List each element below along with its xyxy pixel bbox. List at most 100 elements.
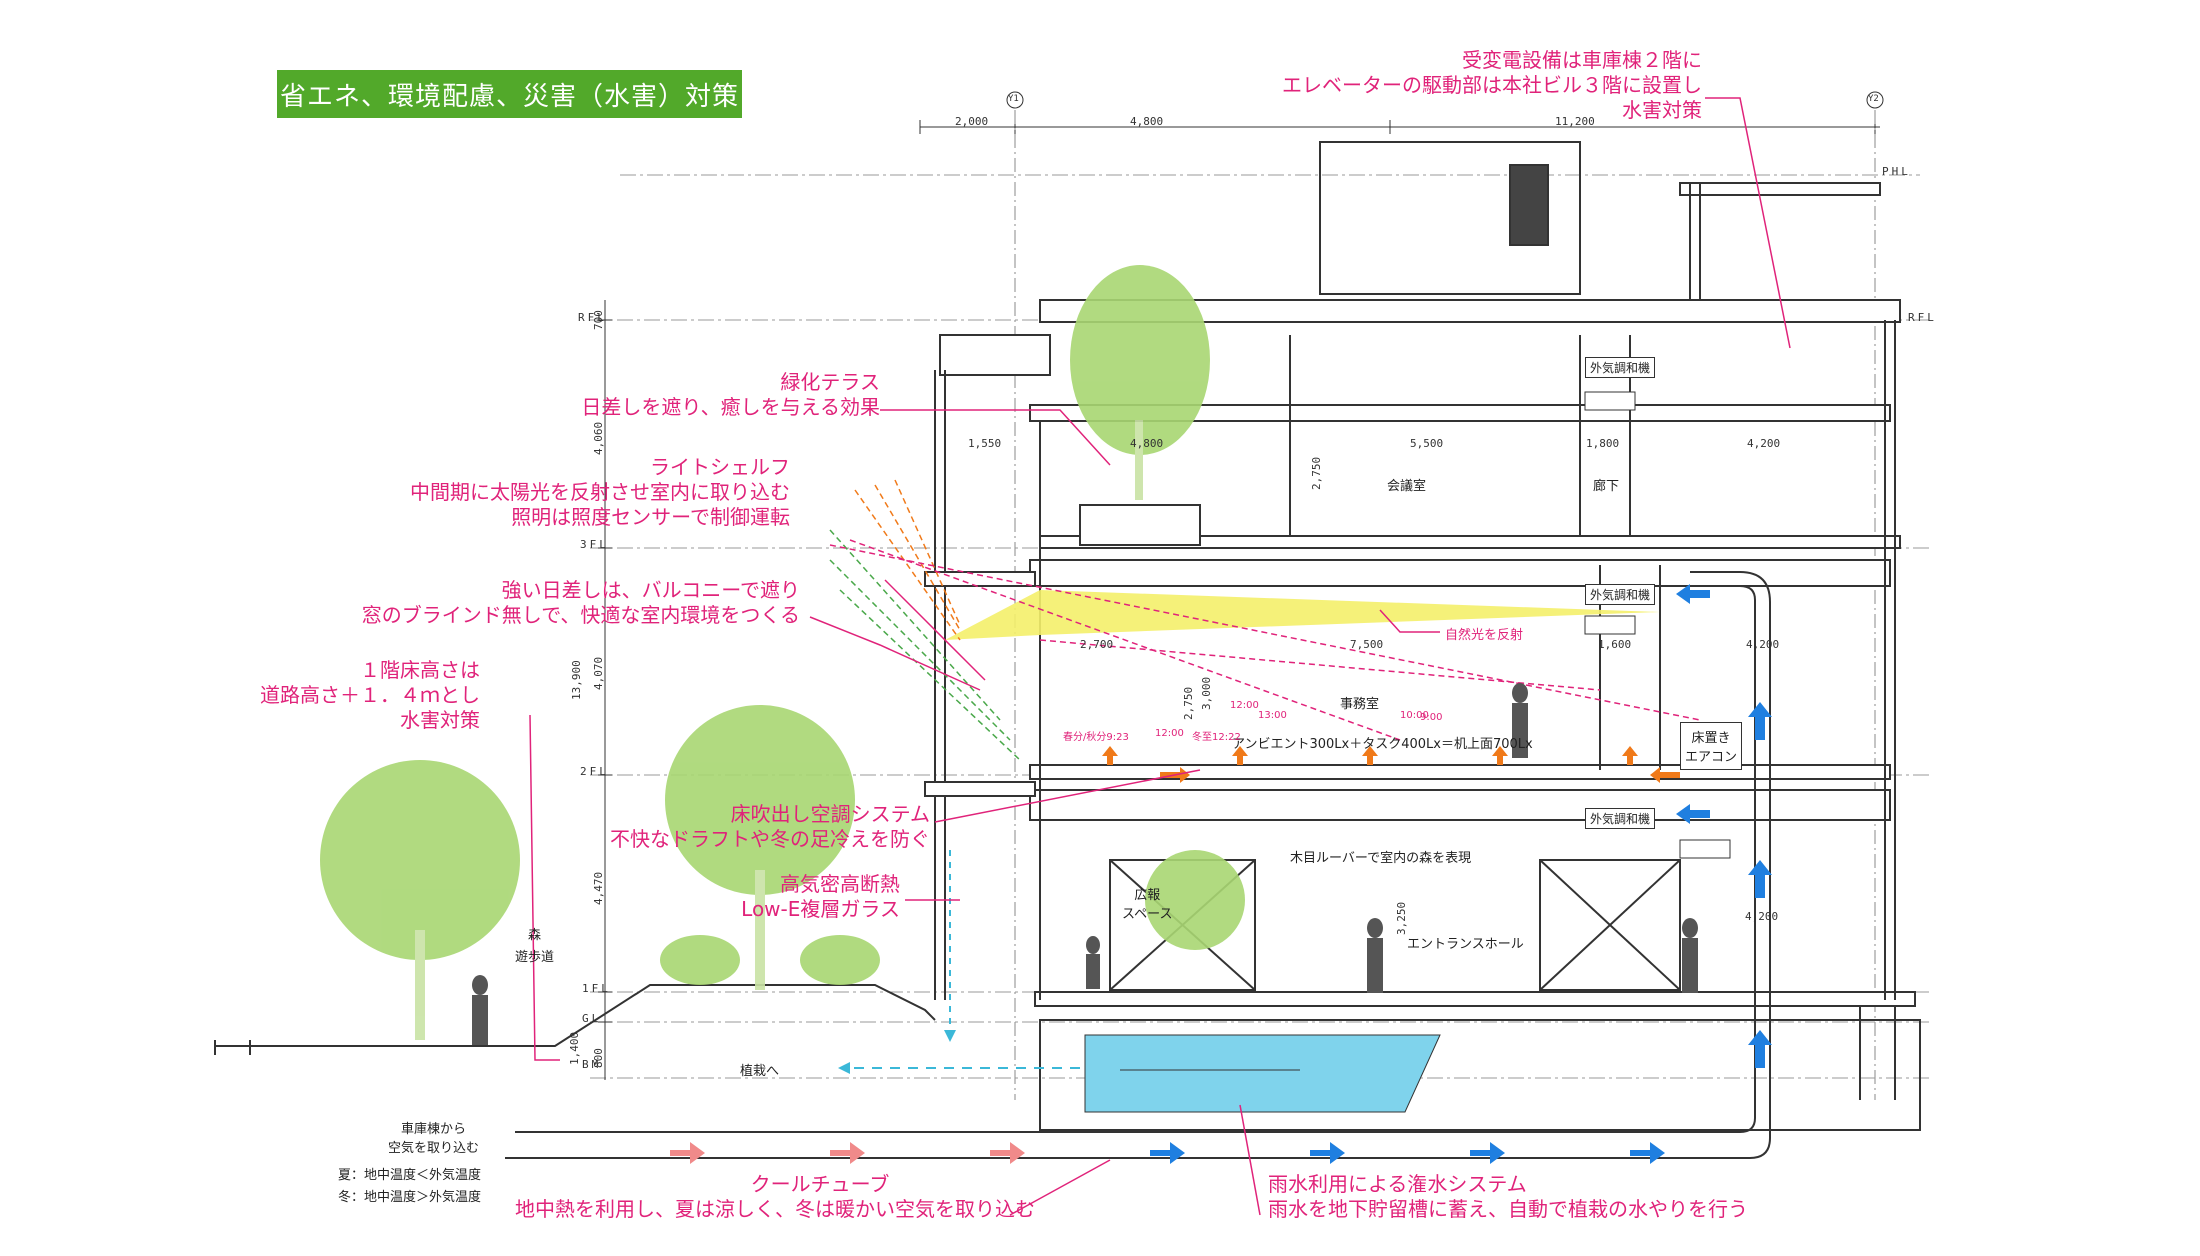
ground-line <box>214 984 936 1055</box>
annotation-line: クールチューブ <box>750 1172 890 1196</box>
annotation-green-terrace: 緑化テラス 日差しを遮り、癒しを与える効果 <box>540 370 880 420</box>
annotation-light-shelf: ライトシェルフ 中間期に太陽光を反射させ室内に取り込む 照明は照度センサーで制御… <box>400 455 790 530</box>
annotation-line: 日差しを遮り、癒しを与える効果 <box>581 395 880 419</box>
dimension-row1: 4,200 <box>1745 910 1779 923</box>
people <box>472 683 1698 1045</box>
grid-mark-label: Y1 <box>1008 94 1019 104</box>
promenade-label: 遊歩道 <box>515 950 555 965</box>
pr-space-label: 広報 スペース <box>1122 884 1172 922</box>
label-line: スペース <box>1122 907 1173 922</box>
annotation-line: 窓のブラインド無しで、快適な室内環境をつくる <box>361 603 800 627</box>
reflect-light-label: 自然光を反射 <box>1445 628 1524 643</box>
garage-air-label: 車庫棟から 空気を取り込む <box>388 1118 479 1156</box>
wood-louver-label: 木目ルーバーで室内の森を表現 <box>1290 851 1472 866</box>
annotation-substation: 受変電設備は車庫棟２階に エレベーターの駆動部は本社ビル３階に設置し 水害対策 <box>1262 48 1702 123</box>
label-line: エアコン <box>1685 750 1738 765</box>
level-gl: GL <box>582 1012 602 1025</box>
dimension-vertical: 1,400 <box>568 1031 581 1065</box>
meeting-room-label: 会議室 <box>1387 479 1427 494</box>
annotation-cool-tube: クールチューブ 地中熱を利用し、夏は涼しく、冬は暖かい空気を取り込む <box>515 1172 1035 1222</box>
winter-label: 冬：地中温度＞外気温度 <box>338 1190 482 1205</box>
dimension-height: 2,750 <box>1182 686 1195 720</box>
annotation-line: 不快なドラフトや冬の足冷えを防ぐ <box>610 827 930 851</box>
level-rfl: RFL <box>578 311 607 324</box>
trees <box>320 265 1245 1040</box>
dimension-vertical: 700 <box>592 310 605 330</box>
annotation-floor-ac: 床吹出し空調システム 不快なドラフトや冬の足冷えを防ぐ <box>560 802 930 852</box>
annotation-balcony: 強い日差しは、バルコニーで遮り 窓のブラインド無しで、快適な室内環境をつくる <box>360 578 800 628</box>
airflow-arrows-blue <box>1676 584 1772 1068</box>
forest-label: 森 <box>528 928 542 943</box>
sun-time-label: 冬至12:22 <box>1192 732 1241 743</box>
annotation-line: ライトシェルフ <box>650 455 790 479</box>
cool-tube <box>515 585 1756 1133</box>
sun-time-label: 春分/秋分9:23 <box>1063 732 1129 743</box>
outdoor-ac-unit-label: 外気調和機 <box>1585 584 1656 605</box>
sun-time-label: 12:00 <box>1230 700 1259 711</box>
dimension-row2: 4,200 <box>1746 638 1780 651</box>
outdoor-ac-unit-label: 外気調和機 <box>1585 808 1656 829</box>
label-line: 空気を取り込む <box>388 1141 480 1156</box>
annotation-line: 地中熱を利用し、夏は涼しく、冬は暖かい空気を取り込む <box>515 1197 1035 1221</box>
lighting-label: アンビエント300Lx＋タスク400Lx＝机上面700Lx <box>1232 737 1533 752</box>
annotation-line: 雨水利用による潅水システム <box>1268 1172 1527 1196</box>
dimension-vertical: 13,900 <box>570 660 583 700</box>
annotation-line: 道路高さ＋１．４ｍとし <box>260 683 480 707</box>
dimension-row2: 7,500 <box>1350 638 1384 651</box>
sun-time-label: 10:00 <box>1400 710 1429 721</box>
level-3fl: 3FL <box>580 538 609 551</box>
cool-tube-arrows <box>670 1142 1665 1164</box>
sun-time-label: 12:00 <box>1155 728 1184 739</box>
annotation-line: 水害対策 <box>400 708 480 732</box>
corridor-label: 廊下 <box>1593 479 1620 494</box>
annotation-line: 照明は照度センサーで制御運転 <box>511 505 790 529</box>
dimension-height: 3,250 <box>1395 901 1408 935</box>
grid-axis-lines <box>1014 110 1876 1100</box>
ac-units <box>1584 391 1731 859</box>
reflected-light <box>945 590 1660 640</box>
level-bm: BM <box>582 1058 602 1071</box>
leader-lines <box>529 97 1791 1216</box>
grid-mark-y2 <box>1866 91 1884 109</box>
annotation-line: 強い日差しは、バルコニーで遮り <box>501 578 800 602</box>
level-rfl-right: RFL <box>1908 311 1937 324</box>
level-phl: PHL <box>1882 165 1911 178</box>
sun-rays <box>829 479 1701 761</box>
dimension-vertical: 4,470 <box>592 871 605 905</box>
grid-mark-label: Y2 <box>1868 94 1879 104</box>
annotation-insulation: 高気密高断熱 Low-E複層ガラス <box>700 872 900 922</box>
annotation-floor-height: １階床高さは 道路高さ＋１．４ｍとし 水害対策 <box>240 658 480 733</box>
dimension-height: 2,750 <box>1310 456 1323 490</box>
outdoor-ac-unit-label: 外気調和機 <box>1585 357 1656 378</box>
level-2fl: 2FL <box>580 765 609 778</box>
annotation-rainwater: 雨水利用による潅水システム 雨水を地下貯留槽に蓄え、自動で植栽の水やりを行う <box>1268 1172 1748 1222</box>
annotation-line: 受変電設備は車庫棟２階に <box>1462 48 1702 72</box>
annotation-line: 床吹出し空調システム <box>730 802 930 826</box>
dimension-row2: 1,600 <box>1598 638 1632 651</box>
dimension-row3: 4,200 <box>1747 437 1781 450</box>
dimension-top: 11,200 <box>1555 115 1595 128</box>
dimension-row2: 2,700 <box>1080 638 1114 651</box>
grid-mark-y1 <box>1006 91 1024 109</box>
dimension-vertical: 4,060 <box>592 421 605 455</box>
annotation-line: 中間期に太陽光を反射させ室内に取り込む <box>410 480 790 504</box>
rainwater-tank <box>1084 1034 1441 1113</box>
dimension-vertical: 800 <box>592 1048 605 1068</box>
floor-ac-unit-label: 床置き エアコン <box>1680 722 1743 770</box>
label-line: 広報 <box>1134 888 1161 903</box>
rainwater-arrows <box>838 850 1080 1074</box>
dimension-vertical: 4,070 <box>592 656 605 690</box>
underground-pit <box>1039 1019 1921 1131</box>
annotation-line: 雨水を地下貯留槽に蓄え、自動で植栽の水やりを行う <box>1268 1197 1748 1221</box>
annotation-line: エレベーターの駆動部は本社ビル３階に設置し <box>1282 73 1702 97</box>
label-line: 車庫棟から <box>401 1122 467 1137</box>
dimension-row3: 1,800 <box>1586 437 1620 450</box>
annotation-line: Low-E複層ガラス <box>741 897 900 921</box>
dimension-row3: 5,500 <box>1410 437 1444 450</box>
summer-label: 夏：地中温度＜外気温度 <box>338 1168 482 1183</box>
office-label: 事務室 <box>1340 697 1380 712</box>
dimension-row3: 4,800 <box>1130 437 1164 450</box>
sun-time-label: 9:00 <box>1420 712 1443 723</box>
